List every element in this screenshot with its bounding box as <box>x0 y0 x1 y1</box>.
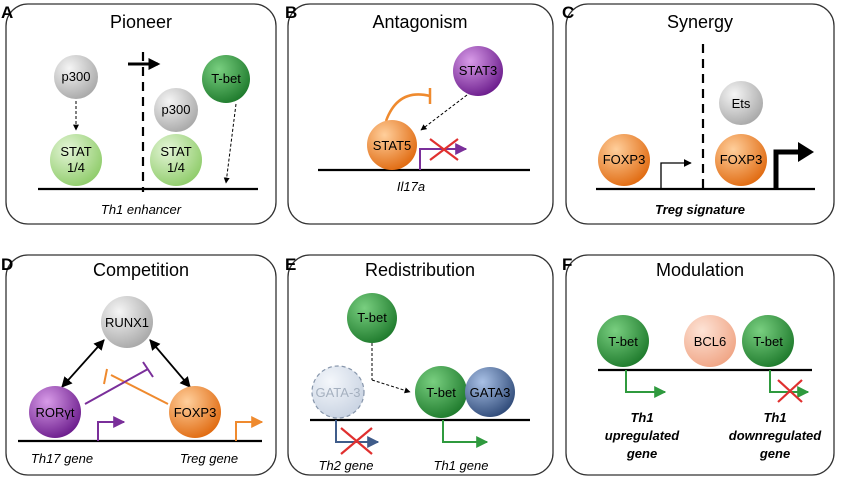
cross-b-2 <box>429 138 459 161</box>
panel-b-letter: B <box>285 3 297 22</box>
tss-arrow-d-right <box>235 416 264 441</box>
cross-f-2 <box>777 379 803 403</box>
panel-f-letter: F <box>562 255 572 274</box>
panel-c: C Synergy FOXP3 Ets FOXP3 Treg signature <box>562 3 835 225</box>
tbet-label-e: T-bet <box>426 385 456 400</box>
dashed-arrow-a2 <box>223 103 237 184</box>
foxp3-node-c2 <box>715 134 767 186</box>
panel-e-title: Redistribution <box>365 260 475 280</box>
tss-arrow-e-right <box>442 420 489 448</box>
p300-label-a: p300 <box>62 69 91 84</box>
tss-arrow-f-right <box>769 370 810 398</box>
inhibit-line-d-purple <box>84 368 149 405</box>
rorgt-node <box>29 386 81 438</box>
tbet-node-a <box>202 55 250 103</box>
binding-arrow-d-left <box>61 339 105 388</box>
cross-e-2 <box>340 427 373 455</box>
panel-e-letter: E <box>285 255 296 274</box>
bcl6-node <box>684 315 736 367</box>
ets-node <box>719 81 763 125</box>
inhibit-line-d-orange <box>110 374 169 405</box>
gene-label-f-left-3: gene <box>626 446 657 461</box>
gene-label-f-left-2: upregulated <box>605 428 680 443</box>
inhibition-curve-b <box>384 93 431 122</box>
foxp3-label-c1: FOXP3 <box>603 152 646 167</box>
tbet-node-e-top <box>347 293 397 343</box>
panel-a-title: Pioneer <box>110 12 172 32</box>
runx1-label: RUNX1 <box>105 315 149 330</box>
panel-b: B Antagonism STAT3 STAT5 Il17a <box>285 3 554 225</box>
stat3-node <box>453 46 503 96</box>
panel-c-title: Synergy <box>667 12 733 32</box>
gene-label-d-left: Th17 gene <box>31 451 93 466</box>
strong-tss-arrow-c <box>773 149 802 189</box>
gene-label-e-left: Th2 gene <box>319 458 374 473</box>
gene-label-f-left-1: Th1 <box>630 410 653 425</box>
p300-label-b: p300 <box>162 102 191 117</box>
tss-arrow-f-left <box>625 370 667 398</box>
stat-label-a1-line2: 1/4 <box>67 160 85 175</box>
inhibit-bar-d-orange <box>103 368 108 385</box>
p300-node-b <box>154 88 198 132</box>
panel-e: E Redistribution T-bet GATA-3 T-bet GATA… <box>285 254 554 476</box>
foxp3-label-d: FOXP3 <box>174 405 217 420</box>
runx1-node <box>101 296 153 348</box>
tss-arrow-b <box>419 143 468 170</box>
panel-f-title: Modulation <box>656 260 744 280</box>
tbet-label-e-top: T-bet <box>357 310 387 325</box>
panel-a: A Pioneer p300 STAT 1/4 p300 STAT 1/4 T-… <box>1 3 277 225</box>
panel-b-title: Antagonism <box>372 12 467 32</box>
panel-d: D Competition RUNX1 RORγt FOXP3 Th17 gen… <box>1 254 277 476</box>
panel-c-frame <box>565 3 835 225</box>
stat-label-a1-line1: STAT <box>60 144 91 159</box>
panel-a-frame <box>5 3 277 225</box>
stat3-label: STAT3 <box>459 63 498 78</box>
tbet-node-f-left <box>597 315 649 367</box>
tbet-node-e <box>415 366 467 418</box>
panel-d-title: Competition <box>93 260 189 280</box>
weak-tss-arrow-c <box>660 159 692 189</box>
stat5-node <box>367 120 417 170</box>
gene-label-b: Il17a <box>397 179 425 194</box>
tbet-label-f-right: T-bet <box>753 334 783 349</box>
inhibit-bar-d-purple <box>142 361 154 378</box>
tss-arrow-e-left <box>335 420 380 448</box>
strong-tss-arrowhead-c <box>798 142 814 162</box>
gata3-label: GATA3 <box>470 385 511 400</box>
stat-node-a1 <box>50 134 102 186</box>
panel-e-frame <box>287 254 554 476</box>
stat5-label: STAT5 <box>373 138 412 153</box>
dashed-arrow-e <box>371 379 411 394</box>
gene-label-e-right: Th1 gene <box>434 458 489 473</box>
gene-label-a: Th1 enhancer <box>101 202 182 217</box>
gene-label-f-right-1: Th1 <box>763 410 786 425</box>
panel-f: F Modulation T-bet BCL6 T-bet Th1 upregu… <box>562 254 835 476</box>
tbet-label-a: T-bet <box>211 71 241 86</box>
gene-label-c: Treg signature <box>655 202 745 217</box>
p300-node-a <box>54 55 98 99</box>
foxp3-node-d <box>169 386 221 438</box>
tbet-node-f-right <box>742 315 794 367</box>
stat-node-a2 <box>150 134 202 186</box>
panel-a-letter: A <box>1 3 13 22</box>
gata3-faded-label: GATA-3 <box>315 385 360 400</box>
foxp3-label-c2: FOXP3 <box>720 152 763 167</box>
binding-arrow-d-right <box>149 339 191 388</box>
gene-label-d-right: Treg gene <box>180 451 238 466</box>
gene-label-f-right-3: gene <box>759 446 790 461</box>
bcl6-label: BCL6 <box>694 334 727 349</box>
tss-arrow-d-left <box>97 416 126 441</box>
ets-label: Ets <box>732 96 751 111</box>
gata3-faded-node <box>311 365 365 419</box>
rorgt-label: RORγt <box>36 405 75 420</box>
gata3-node <box>465 367 515 417</box>
stat-label-a2-line2: 1/4 <box>167 160 185 175</box>
tbet-label-f-left: T-bet <box>608 334 638 349</box>
panel-c-letter: C <box>562 3 574 22</box>
stat-label-a2-line1: STAT <box>160 144 191 159</box>
gene-label-f-right-2: downregulated <box>729 428 823 443</box>
foxp3-node-c1 <box>598 134 650 186</box>
panel-d-letter: D <box>1 255 13 274</box>
